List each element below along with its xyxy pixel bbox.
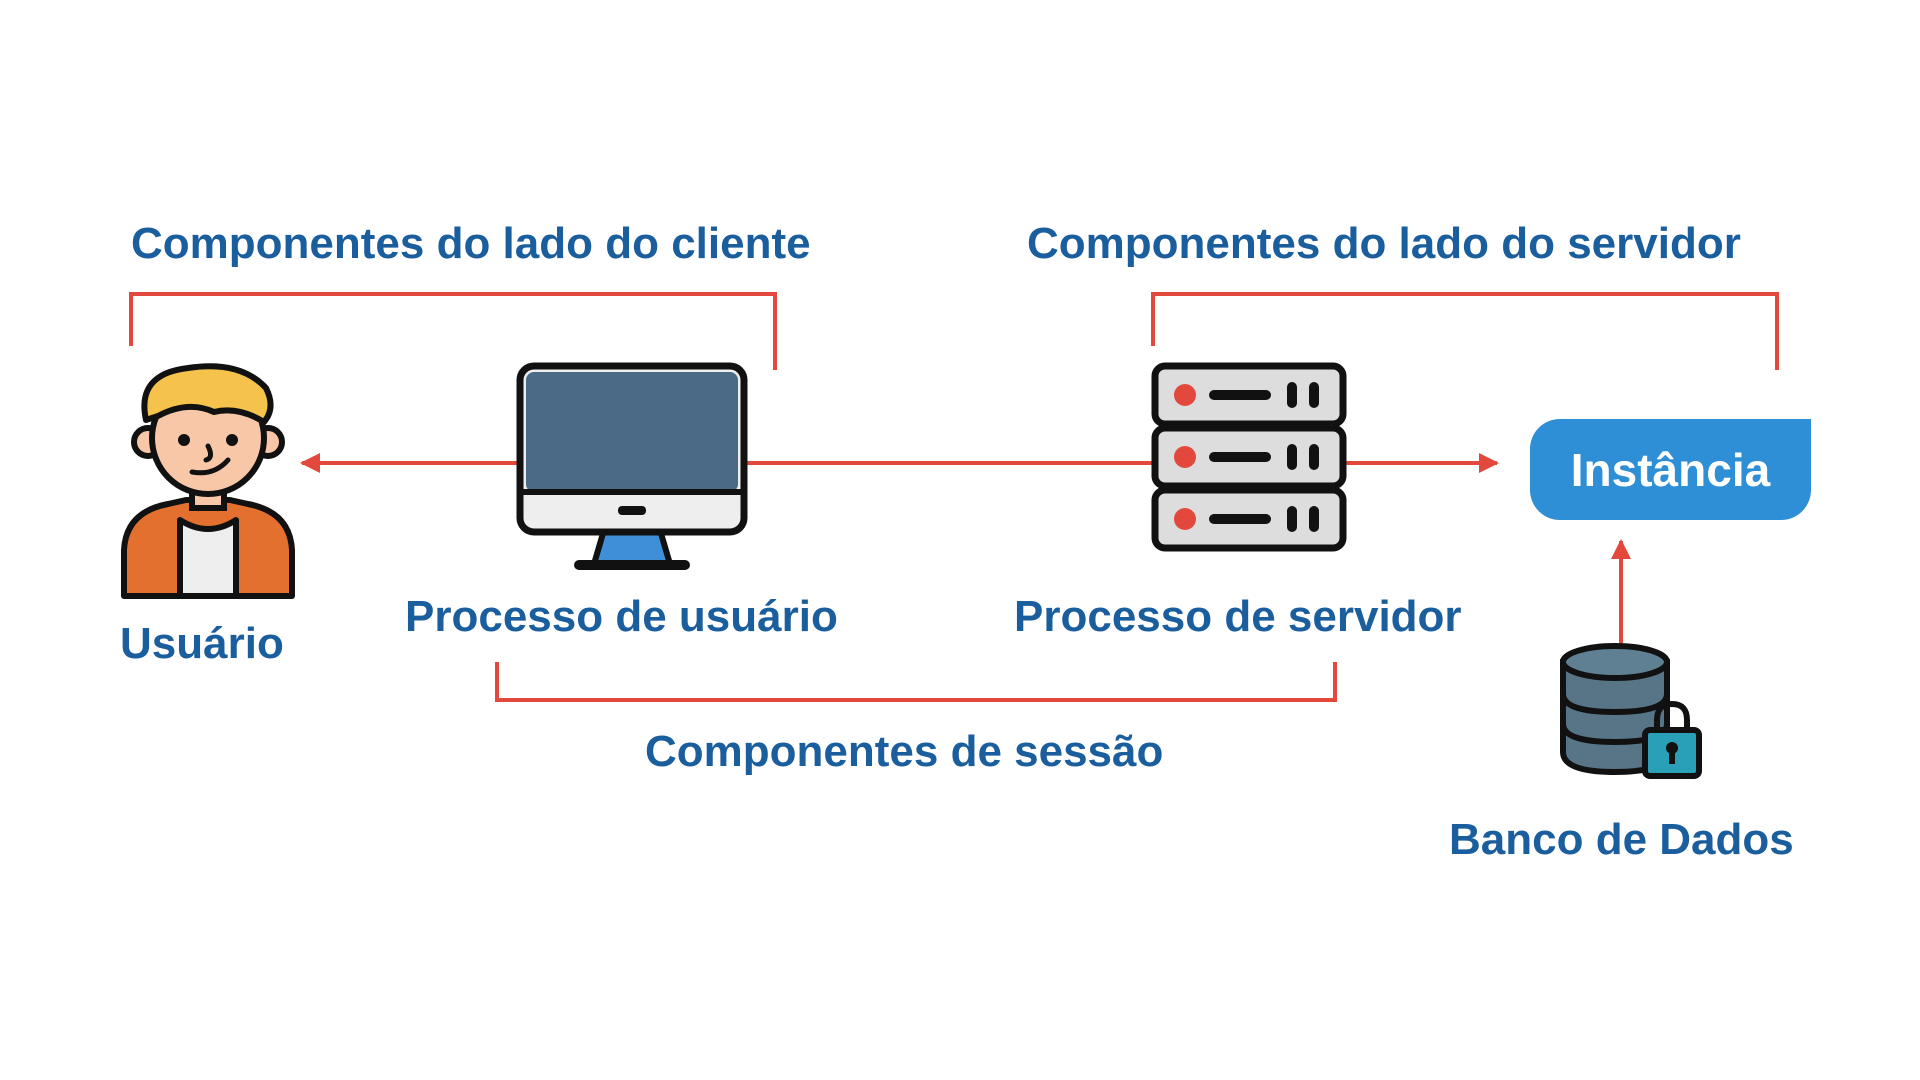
instance-label: Instância: [1570, 443, 1771, 496]
user-avatar-icon: [121, 363, 295, 599]
server-components-label: Componentes do lado do servidor: [1027, 219, 1741, 268]
client-components-label: Componentes do lado do cliente: [131, 219, 811, 268]
server-components-bracket: [1151, 292, 1779, 370]
instance-node: Instância: [1530, 419, 1811, 520]
user-label: Usuário: [120, 619, 284, 668]
user-process-label: Processo de usuário: [405, 592, 838, 641]
session-components-label: Componentes de sessão: [645, 727, 1164, 776]
server-rack-icon: [1151, 362, 1347, 552]
client-components-bracket: [129, 292, 777, 370]
database-lock-icon: [1560, 643, 1702, 779]
session-components-bracket: [495, 662, 1337, 702]
server-process-label: Processo de servidor: [1014, 592, 1462, 641]
monitor-icon: [516, 362, 748, 570]
database-label: Banco de Dados: [1449, 815, 1794, 864]
